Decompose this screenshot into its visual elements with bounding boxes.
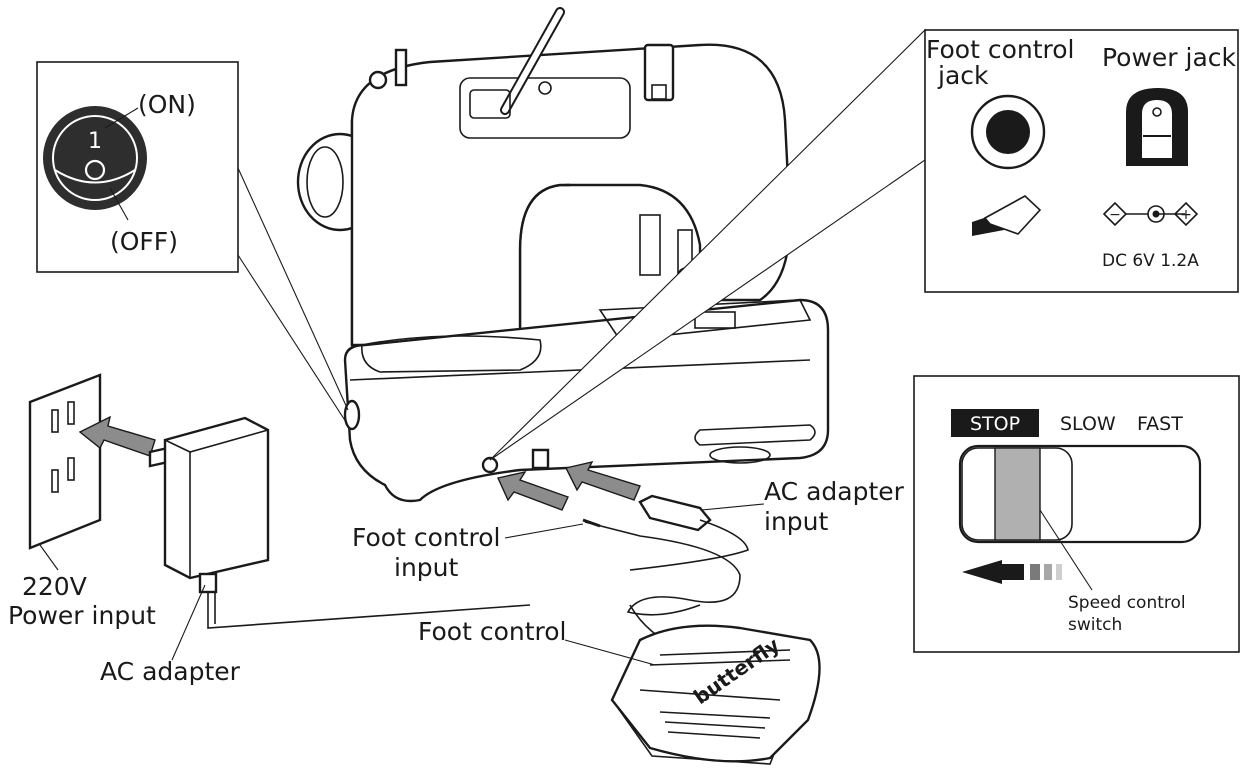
off-symbol xyxy=(84,159,106,181)
foot-control-label: Foot control xyxy=(418,617,567,646)
foot-control-input-label-line1: Foot control xyxy=(352,523,501,552)
sewing-machine xyxy=(296,7,830,503)
power-rating: DC 6V 1.2A xyxy=(1102,251,1199,271)
needle-bar xyxy=(639,214,661,276)
speed-switch-label-line1: Speed control xyxy=(1068,593,1186,613)
ac-adapter-input-label-line2: input xyxy=(764,507,829,536)
power-switch-callout: 1 (ON) (OFF) xyxy=(36,61,349,423)
foot-jack-label-line1: Foot control xyxy=(926,35,1075,64)
foot-control-jack-small xyxy=(481,456,499,474)
on-label: (ON) xyxy=(138,90,196,119)
polarity-icon: − + xyxy=(1102,201,1199,227)
needle-plate xyxy=(598,299,812,341)
speed-switch-label-line2: switch xyxy=(1068,615,1122,635)
plug-in-arrow xyxy=(78,415,156,457)
ac-adapter-label: AC adapter xyxy=(100,657,241,686)
foot-control-input-label-line2: input xyxy=(394,553,459,582)
callout-labels: 220V Power input AC adapter AC adapter i… xyxy=(8,477,905,686)
fast-label: FAST xyxy=(1137,413,1183,435)
tension-block xyxy=(643,43,675,102)
ac-adapter xyxy=(148,416,531,661)
top-window xyxy=(459,77,631,139)
on-symbol: 1 xyxy=(88,129,102,154)
stop-badge xyxy=(951,409,1039,437)
side-power-switch xyxy=(343,399,361,431)
speed-control-callout: STOP SLOW FAST Speed control switch xyxy=(913,375,1240,653)
adapter-input-arrow xyxy=(564,460,641,501)
arrow-left-icon xyxy=(962,560,1062,584)
ac-adapter-input-label-line1: AC adapter xyxy=(764,477,905,506)
power-jack-icon xyxy=(1126,88,1188,166)
foot-control-pedal: butterfly xyxy=(610,624,821,765)
polarity-plus: + xyxy=(1180,207,1192,223)
power-input-label-line1: 220V xyxy=(22,572,87,601)
power-jack-small xyxy=(531,448,550,470)
foot-jack-label-line2: jack xyxy=(937,61,989,90)
power-input-label-line2: Power input xyxy=(8,601,156,630)
slow-label: SLOW xyxy=(1060,413,1116,435)
foot-control-jack-icon xyxy=(970,94,1046,170)
speed-slider-grip xyxy=(994,447,1041,541)
polarity-minus: − xyxy=(1109,207,1121,223)
foot-input-arrow xyxy=(497,470,569,511)
foot-pedal-icon xyxy=(972,195,1042,236)
dc-plug xyxy=(638,494,712,532)
jacks-callout: Foot control jack Power jack − xyxy=(489,28,1239,461)
power-jack-label: Power jack xyxy=(1102,43,1237,72)
wall-outlet-icon xyxy=(28,373,102,571)
off-label: (OFF) xyxy=(110,227,178,256)
stop-label: STOP xyxy=(970,413,1020,435)
power-switch-icon: 1 xyxy=(43,106,147,210)
